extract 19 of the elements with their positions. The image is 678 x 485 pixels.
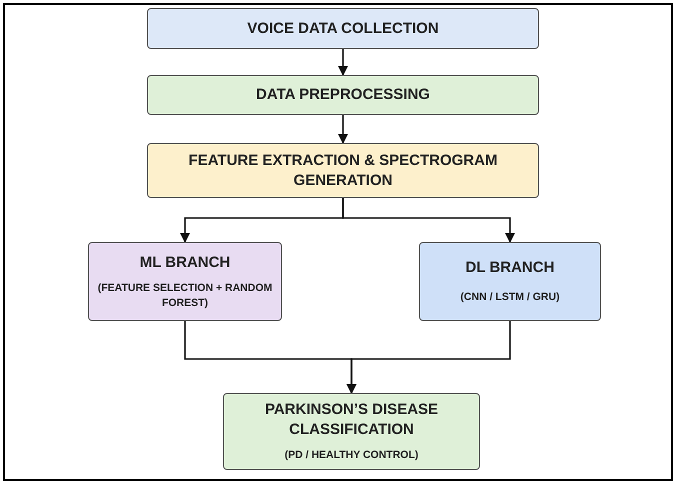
box-title: FEATURE EXTRACTION & SPECTROGRAM GENERATION xyxy=(188,150,498,190)
arrow xyxy=(342,198,515,243)
process-box xyxy=(223,393,480,470)
process-box xyxy=(419,242,601,321)
process-box xyxy=(147,143,539,198)
arrow xyxy=(338,115,348,144)
box-title: DL BRANCH xyxy=(466,258,554,278)
box-title: VOICE DATA COLLECTION xyxy=(247,18,439,38)
box-title: ML BRANCH xyxy=(140,252,230,272)
process-box xyxy=(88,242,282,321)
process-box xyxy=(147,8,539,49)
arrow xyxy=(338,49,348,76)
arrow xyxy=(346,321,511,394)
box-subtitle: (CNN / LSTM / GRU) xyxy=(460,290,560,305)
box-title: DATA PREPROCESSING xyxy=(256,85,430,105)
box-title: PARKINSON’S DISEASE CLASSIFICATION xyxy=(264,400,440,440)
process-box xyxy=(147,75,539,115)
box-subtitle: (PD / HEALTHY CONTROL) xyxy=(284,448,418,463)
box-subtitle: (FEATURE SELECTION + RANDOM FOREST) xyxy=(97,280,273,310)
